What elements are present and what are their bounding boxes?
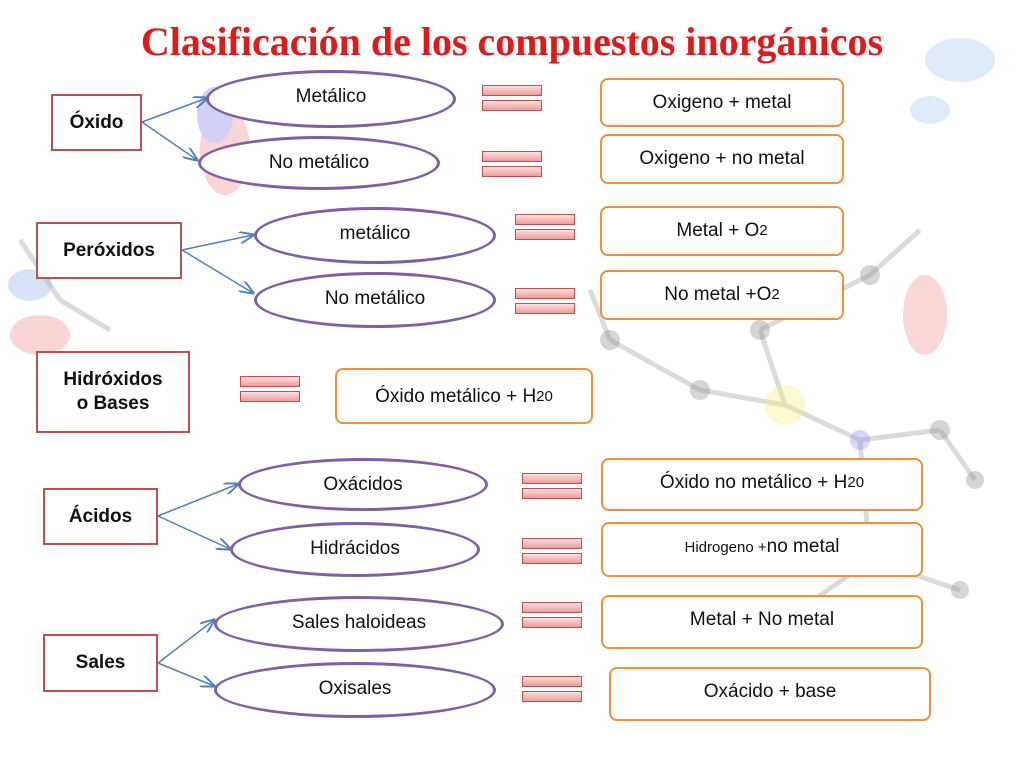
category-hidroxidos: Hidróxidos o Bases xyxy=(36,351,190,433)
result-oxido-no-metalico: Oxigeno + no metal xyxy=(600,134,844,184)
subtype-oxido-metalico: Metálico xyxy=(206,70,456,128)
result-label: Oxácido + base xyxy=(703,681,837,702)
arrow-peroxidos-no-metalico xyxy=(181,249,253,293)
page-title: Clasificación de los compuestos inorgáni… xyxy=(140,19,884,64)
arrow-acidos-oxacidos xyxy=(157,484,238,517)
equals-sign xyxy=(515,288,575,314)
result-subscript: 20 xyxy=(536,388,553,405)
equals-sign xyxy=(522,538,582,564)
equals-sign xyxy=(482,151,542,177)
arrow-sales-oxisales xyxy=(157,662,214,686)
category-oxido: Óxido xyxy=(51,94,142,151)
equals-sign xyxy=(515,214,575,240)
result-subscript: 2 xyxy=(759,222,768,239)
subtype-label: Oxisales xyxy=(318,678,392,699)
category-sales: Sales xyxy=(43,634,158,692)
result-label: Metal + O xyxy=(676,220,760,241)
equals-sign xyxy=(240,376,300,402)
result-label: Metal + No metal xyxy=(689,609,835,630)
subtype-label: metálico xyxy=(339,223,411,244)
category-label: Óxido xyxy=(69,111,124,133)
result-label: Óxido metálico + H xyxy=(375,386,537,407)
subtype-label: No metálico xyxy=(324,288,426,309)
equals-sign xyxy=(522,602,582,628)
subtype-label: Metálico xyxy=(295,86,367,107)
result-oxido-metalico: Oxigeno + metal xyxy=(600,78,844,127)
subtype-label: Oxácidos xyxy=(323,474,403,495)
result-oxisales: Oxácido + base xyxy=(609,667,931,721)
result-label: Oxigeno + no metal xyxy=(639,148,805,169)
subtype-peroxido-metalico: metálico xyxy=(254,207,496,264)
result-subscript: 20 xyxy=(847,474,865,491)
result-label: No metal +O xyxy=(664,284,772,305)
category-label-line1: Hidróxidos xyxy=(63,369,163,391)
category-label-line2: o Bases xyxy=(76,393,150,414)
arrow-peroxidos-metalico xyxy=(181,235,253,251)
subtype-label: No metálico xyxy=(268,152,370,173)
arrow-oxido-no-metalico xyxy=(141,121,197,160)
subtype-oxacidos: Oxácidos xyxy=(238,458,488,511)
arrow-acidos-hidracidos xyxy=(157,515,230,549)
subtype-oxido-no-metalico: No metálico xyxy=(198,136,440,190)
result-label: no metal xyxy=(766,536,840,557)
subtype-peroxido-no-metalico: No metálico xyxy=(254,272,496,328)
subtype-label: Sales haloideas xyxy=(291,612,427,633)
result-label: Óxido no metálico + H xyxy=(659,472,848,493)
category-peroxidos: Peróxidos xyxy=(36,222,182,279)
result-sales-haloideas: Metal + No metal xyxy=(601,595,923,649)
result-prefix: Hidrogeno + xyxy=(684,539,767,556)
equals-sign xyxy=(482,85,542,111)
subtype-oxisales: Oxisales xyxy=(214,662,496,718)
result-label: Oxigeno + metal xyxy=(652,92,792,113)
arrow-sales-haloideas xyxy=(157,620,214,664)
equals-sign xyxy=(522,676,582,702)
category-acidos: Ácidos xyxy=(43,488,158,545)
result-subscript: 2 xyxy=(771,286,780,303)
arrow-oxido-metalico xyxy=(141,98,207,123)
category-label: Sales xyxy=(75,652,126,674)
subtype-hidracidos: Hidrácidos xyxy=(230,522,480,577)
equals-sign xyxy=(522,473,582,499)
category-label: Ácidos xyxy=(68,505,133,527)
category-label: Peróxidos xyxy=(63,239,155,261)
subtype-label: Hidrácidos xyxy=(310,538,400,559)
subtype-sales-haloideas: Sales haloideas xyxy=(214,596,504,652)
result-hidracidos: Hidrogeno + no metal xyxy=(601,522,923,577)
